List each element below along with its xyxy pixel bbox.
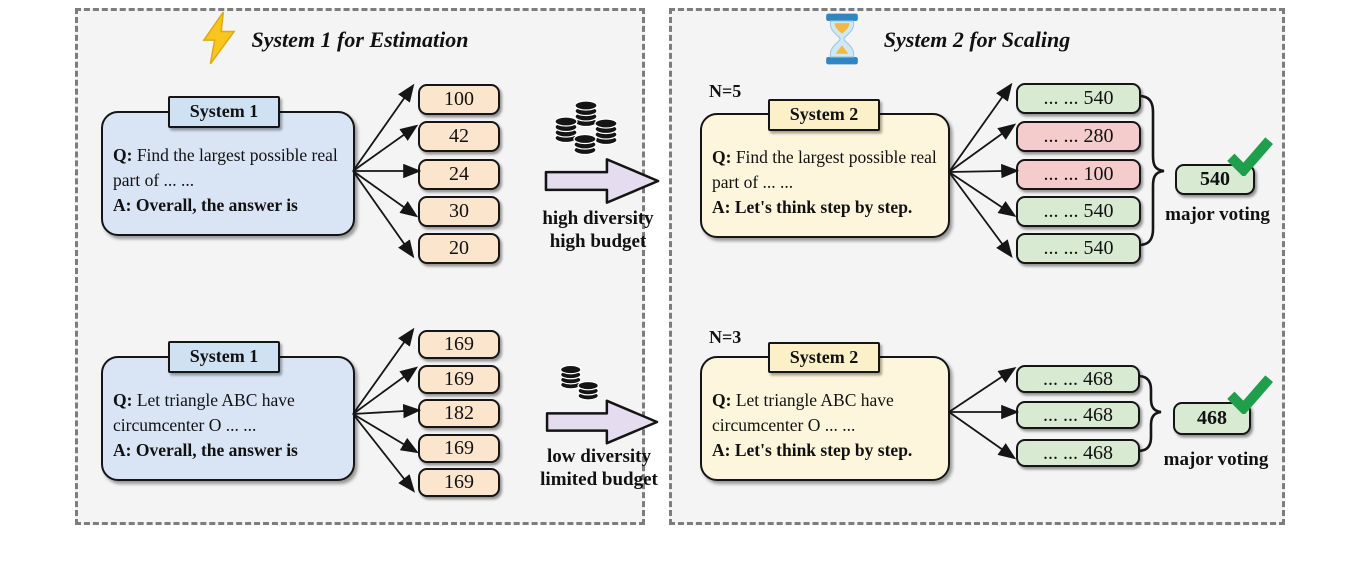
sample-answer-box: ... ... 280: [1016, 121, 1141, 152]
question-label: Q:: [113, 390, 133, 410]
caption-line-2: limited budget: [540, 469, 658, 490]
sample-count-label: N=3: [709, 327, 742, 347]
lightning-icon: [202, 11, 236, 65]
system1-label-text: System 1: [189, 101, 259, 121]
panel-system2-scaling: System 2 for Scaling N=5 System 2 Q: Fin…: [669, 8, 1285, 525]
system2-label-box: System 2: [768, 342, 880, 373]
question-text: Find the largest possible real part of .…: [113, 145, 338, 190]
sample-answer-box: ... ... 468: [1016, 401, 1140, 429]
sample-count-label: N=5: [709, 81, 742, 101]
estimate-answer-box: 100: [418, 84, 500, 115]
question-text: Let triangle ABC have circumcenter O ...…: [712, 390, 894, 435]
estimate-answer-box: 169: [418, 330, 500, 359]
caption-line-1: low diversity: [547, 446, 651, 467]
panel-system1-estimation: System 1 for Estimation System 1 Q: Find…: [75, 8, 660, 525]
estimate-answer-box: 169: [418, 468, 500, 497]
estimate-answer-box: 24: [418, 159, 500, 190]
major-voting-caption: major voting: [1165, 204, 1270, 225]
system1-prompt-text: Q: Let triangle ABC have circumcenter O …: [113, 388, 357, 463]
estimate-answer-box: 169: [418, 434, 500, 463]
question-line: Q: Find the largest possible real part o…: [113, 143, 357, 193]
check-icon: [1227, 375, 1273, 414]
sample-answer-box: ... ... 468: [1016, 365, 1140, 393]
system2-label-text: System 2: [789, 347, 859, 367]
system2-label-box: System 2: [768, 99, 880, 131]
system1-label-box: System 1: [168, 96, 280, 128]
coins-icon: [560, 364, 599, 401]
estimate-answer-box: 20: [418, 233, 500, 264]
right-panel-title: System 2 for Scaling: [883, 27, 1071, 52]
coins-icon: [554, 100, 618, 156]
question-label: Q:: [712, 390, 732, 410]
hourglass-icon: [826, 13, 858, 65]
caption-line-1: high diversity: [542, 208, 654, 229]
question-label: Q:: [712, 147, 732, 167]
answer-prefix-text: A: Let's think step by step.: [712, 440, 913, 460]
question-text: Let triangle ABC have circumcenter O ...…: [113, 390, 295, 435]
question-line: Q: Let triangle ABC have circumcenter O …: [113, 388, 357, 438]
sample-answer-box: ... ... 540: [1016, 196, 1141, 227]
sample-answer-box: ... ... 540: [1016, 233, 1141, 264]
estimate-answer-box: 30: [418, 196, 500, 227]
system1-prompt-card: [101, 356, 355, 481]
sample-answer-box: ... ... 540: [1016, 83, 1141, 114]
flow-arrow-icon: [544, 158, 660, 204]
system2-label-text: System 2: [789, 104, 859, 124]
system2-prompt-text: Q: Find the largest possible real part o…: [712, 145, 952, 220]
estimate-answer-box: 169: [418, 365, 500, 394]
answer-prefix-text: A: Let's think step by step.: [712, 197, 913, 217]
question-line: Q: Find the largest possible real part o…: [712, 145, 952, 195]
system2-prompt-text: Q: Let triangle ABC have circumcenter O …: [712, 388, 952, 463]
system1-label-text: System 1: [189, 346, 259, 366]
sample-answer-box: ... ... 100: [1016, 159, 1141, 190]
answer-prefix-text: A: Overall, the answer is: [113, 440, 298, 460]
system1-label-box: System 1: [168, 341, 280, 373]
estimate-answer-box: 182: [418, 399, 500, 428]
question-line: Q: Let triangle ABC have circumcenter O …: [712, 388, 952, 438]
sample-answer-box: ... ... 468: [1016, 439, 1140, 467]
caption-line-2: high budget: [549, 231, 647, 252]
voted-result-box: 468: [1173, 402, 1251, 435]
system1-prompt-text: Q: Find the largest possible real part o…: [113, 143, 357, 218]
answer-prefix-text: A: Overall, the answer is: [113, 195, 298, 215]
question-text: Find the largest possible real part of .…: [712, 147, 937, 192]
diversity-budget-caption: low diversity limited budget: [524, 445, 674, 491]
check-icon: [1227, 137, 1273, 176]
diversity-budget-caption: high diversity high budget: [528, 207, 668, 253]
flow-arrow-icon: [545, 399, 659, 445]
major-voting-caption: major voting: [1163, 449, 1269, 470]
left-panel-title: System 1 for Estimation: [251, 27, 469, 52]
estimate-answer-box: 42: [418, 121, 500, 152]
question-label: Q:: [113, 145, 133, 165]
